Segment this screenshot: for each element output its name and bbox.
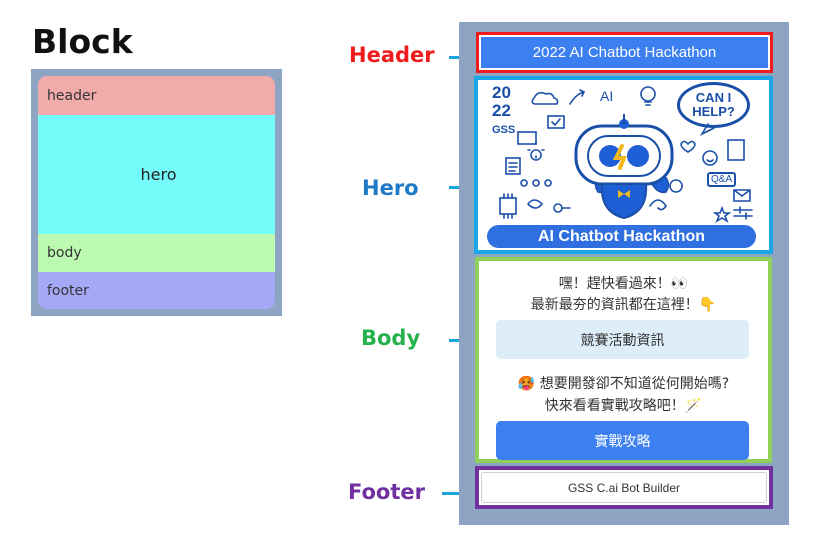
body-line-4: 快來看看實戰攻略吧！🪄: [544, 398, 703, 414]
qa-icon: Q&A: [707, 172, 737, 187]
phone-mockup: 2022 AI Chatbot Hackathon: [459, 22, 789, 525]
abc-card-icon: [517, 131, 537, 145]
arrows-loop-icon: [527, 199, 544, 209]
mail-icon: [733, 189, 751, 202]
block-schema: header hero body footer: [31, 69, 282, 316]
footer-link[interactable]: GSS C.ai Bot Builder: [481, 472, 767, 503]
smile-mouth-icon: [706, 159, 714, 163]
cpu-pins-icon: [503, 193, 513, 219]
arrow-icon: [569, 89, 586, 105]
label-body: Body: [361, 326, 421, 350]
bulb-icon: [640, 86, 656, 102]
event-info-button[interactable]: 競賽活動資訊: [496, 320, 749, 359]
body-line-1: 嘿！趕快看過來！👀: [558, 276, 689, 292]
smile-icon: [702, 150, 718, 166]
heart-icon: [680, 140, 696, 153]
clipboard-icon: [727, 139, 745, 161]
chart-icon: [547, 115, 565, 129]
block-title: Block: [32, 22, 133, 61]
check-icon: [551, 118, 561, 127]
cpu-icon: [499, 197, 517, 215]
schema-footer: footer: [38, 272, 275, 309]
sliders-icon: [733, 206, 753, 220]
schema-header: header: [38, 76, 275, 115]
swirl-icon: [649, 199, 667, 211]
gear2-icon: [669, 179, 683, 193]
schema-body: body: [38, 234, 275, 272]
doc-icon: [505, 157, 521, 175]
phone-footer: GSS C.ai Bot Builder: [475, 466, 773, 509]
node-icon: [553, 203, 563, 213]
people-icon: [520, 179, 552, 187]
block-schema-inner: header hero body footer: [38, 76, 275, 309]
robot-illustration: [574, 114, 674, 220]
phone-body: 嘿！趕快看過來！👀 最新最夯的資訊都在這裡！👇 競賽活動資訊 🥵 想要開發卻不知…: [475, 257, 772, 463]
hero-illustration: [499, 86, 753, 223]
star-icon: [712, 205, 732, 223]
label-footer: Footer: [348, 480, 425, 504]
schema-hero: hero: [38, 115, 275, 234]
body-line-3: 🥵 想要開發卻不知道從何開始嗎?: [517, 376, 730, 392]
hero-gss-text: GSS: [492, 124, 516, 136]
cloud-icon: [531, 91, 559, 105]
strategy-guide-button[interactable]: 實戰攻略: [496, 421, 749, 460]
gear-icon: [527, 141, 545, 161]
body-line-2: 最新最夯的資訊都在這裡！👇: [530, 297, 717, 313]
label-hero: Hero: [362, 176, 419, 200]
bulb-base-icon: [644, 101, 652, 106]
hero-banner: AI Chatbot Hackathon: [487, 225, 756, 248]
doc-lines-icon: [508, 162, 518, 172]
hero-ai-text: AI: [600, 88, 614, 104]
header-title-button[interactable]: 2022 AI Chatbot Hackathon: [481, 37, 768, 68]
phone-header: 2022 AI Chatbot Hackathon: [476, 32, 773, 73]
label-header: Header: [349, 43, 435, 67]
